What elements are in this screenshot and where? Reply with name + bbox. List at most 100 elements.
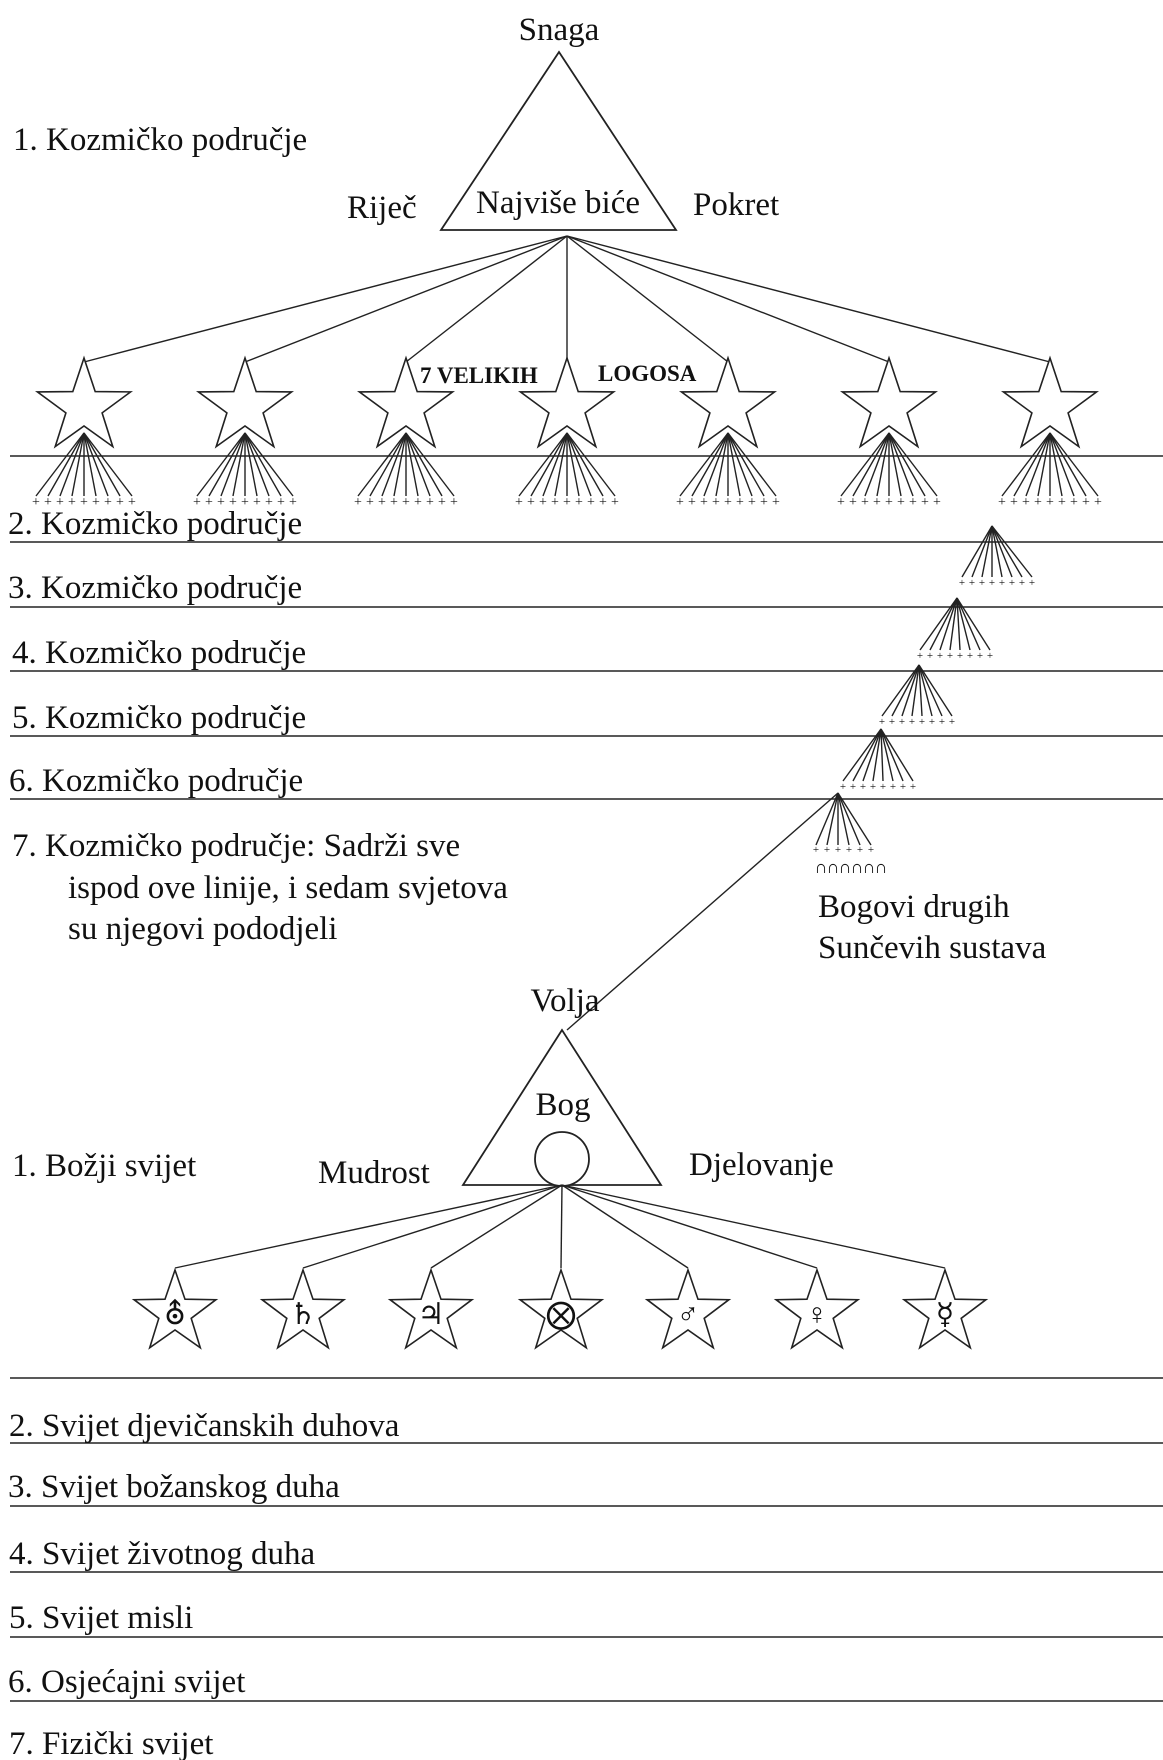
cascade-fan-1-ray-8 (991, 525, 1033, 578)
logos-fan-2-ray-4 (232, 432, 246, 497)
earth-symbol: ⨂ (546, 1298, 576, 1331)
logos-fan-2-ray-7 (244, 432, 270, 497)
logos-fan-1-ray-7 (83, 432, 109, 497)
cascade-fan-5-plus-4: + (846, 844, 852, 856)
cascade-fan-1-plus-4: + (989, 577, 995, 589)
logos-fan-5-plus-3: + (700, 495, 708, 510)
logos-fan-5-plus-6: + (736, 495, 744, 510)
logos-fan-7-plus-4: + (1034, 495, 1042, 510)
cosmic-plane-2-label: 2. Kozmičko područje (8, 506, 302, 542)
logos-fan-1-plus-6: + (92, 495, 100, 510)
top-ray-5 (566, 235, 729, 363)
top-ray-6 (566, 235, 890, 363)
logos-fan-7-plus-7: + (1070, 495, 1078, 510)
center-label-bog: Bog (535, 1087, 590, 1123)
logos-fan-5-plus-5: + (724, 495, 732, 510)
other-gods-arcs: ∩∩∩∩∩∩ (815, 857, 888, 877)
logos-fan-7-ray-2 (1013, 432, 1051, 497)
planet-ray-7 (561, 1184, 946, 1269)
jupiter-symbol: ♃ (418, 1298, 445, 1331)
world-3-label: 3. Svijet božanskog duha (8, 1469, 340, 1505)
logos-star-3 (356, 355, 456, 449)
cascade-fan-4-plus-1: + (840, 781, 846, 793)
logos-fan-2-plus-9: + (289, 495, 297, 510)
logos-fan-1-plus-8: + (116, 495, 124, 510)
world-6-label: 6. Osjećajni svijet (8, 1664, 245, 1700)
logos-fan-3-plus-2: + (366, 495, 374, 510)
right-label-djelovanje: Djelovanje (689, 1147, 834, 1183)
logos-star-5 (678, 355, 778, 449)
logos-label-part2: LOGOSA (598, 361, 697, 386)
cascade-fan-5-plus-3: + (835, 844, 841, 856)
cascade-fan-5-plus-6: + (868, 844, 874, 856)
logos-fan-4-ray-2 (530, 432, 568, 497)
logos-fan-3-ray-6 (405, 432, 419, 497)
logos-fan-7-plus-8: + (1082, 495, 1090, 510)
logos-fan-2-plus-4: + (229, 495, 237, 510)
cosmic-plane-3-label: 3. Kozmičko područje (8, 570, 302, 606)
other-gods-arc-2: ∩ (827, 857, 840, 877)
planet-ray-1 (174, 1184, 563, 1269)
cascade-fan-1-plus-8: + (1029, 577, 1035, 589)
cascade-fan-4-ray-3 (862, 728, 882, 782)
logos-fan-1-plus-4: + (68, 495, 76, 510)
logos-fan-3-plus-1: + (354, 495, 362, 510)
logos-star-2 (195, 355, 295, 449)
cascade-fan-1-ray-6 (991, 525, 1013, 578)
mars-symbol: ♂ (677, 1298, 700, 1331)
cascade-fan-1-ray-7 (991, 525, 1023, 578)
cascade-fan-3-plus-7: + (939, 716, 945, 728)
logos-fan-1-plus-7: + (104, 495, 112, 510)
cascade-fan-2-plus-4: + (947, 650, 953, 662)
cascade-fan-4-plus-2: + (850, 781, 856, 793)
logos-fan-1-plus-2: + (44, 495, 52, 510)
cascade-fan-3-ray-1 (881, 664, 920, 717)
logos-fan-5-ray-8 (727, 432, 765, 497)
cascade-fan-2-plus-1: + (917, 650, 923, 662)
cascade-fan-5-ray-6 (837, 792, 872, 846)
apex-label-volja: Volja (530, 983, 599, 1019)
cascade-fan-3-plus-2: + (889, 716, 895, 728)
cascade-fan-4-ray-4 (872, 728, 882, 782)
planet-ray-2 (302, 1184, 563, 1269)
logos-fan-2-ray-1 (196, 432, 246, 497)
cascade-fan-3-plus-4: + (909, 716, 915, 728)
logos-fan-1-ray-6 (83, 432, 97, 497)
logos-fan-6-plus-4: + (873, 495, 881, 510)
planet-star-7 (901, 1267, 989, 1350)
cascade-fan-4-plus-3: + (860, 781, 866, 793)
logos-fan-3-plus-4: + (390, 495, 398, 510)
logos-fan-5-plus-8: + (760, 495, 768, 510)
saturn-symbol: ♄ (290, 1298, 317, 1331)
cascade-fan-3-ray-5 (918, 664, 923, 717)
uranus-symbol: ⛢ (164, 1298, 186, 1331)
logos-fan-3-ray-2 (369, 432, 407, 497)
logos-fan-7-plus-2: + (1010, 495, 1018, 510)
logos-fan-7-plus-6: + (1058, 495, 1066, 510)
logos-fan-1-plus-9: + (128, 495, 136, 510)
logos-fan-3-plus-8: + (438, 495, 446, 510)
logos-fan-1-ray-1 (35, 432, 85, 497)
cascade-fans: ++++++++++++++++++++++++++++++++++++++ (813, 525, 1035, 856)
logos-fan-6-plus-3: + (861, 495, 869, 510)
cascade-fan-3-plus-3: + (899, 716, 905, 728)
other-gods-arc-5: ∩ (863, 857, 876, 877)
logos-fan-3-ray-8 (405, 432, 443, 497)
planet-ray-5 (561, 1184, 689, 1269)
logos-fan-1-ray-8 (83, 432, 121, 497)
logos-fan-6-ray-9 (888, 432, 938, 497)
logos-fan-6-plus-8: + (921, 495, 929, 510)
logos-fan-6-plus-9: + (933, 495, 941, 510)
logos-fan-3-plus-9: + (450, 495, 458, 510)
logos-fan-4-ray-9 (566, 432, 616, 497)
logos-label-part1: 7 VELIKIH (420, 363, 538, 388)
logos-fan-2-ray-8 (244, 432, 282, 497)
logos-star-7 (1000, 355, 1100, 449)
world-5-label: 5. Svijet misli (9, 1600, 193, 1636)
logos-fan-5-ray-1 (679, 432, 729, 497)
logos-fan-1-ray-3 (59, 432, 85, 497)
cosmic-label-1: 1. Kozmičko područje (13, 122, 307, 158)
logos-fan-3-plus-5: + (402, 495, 410, 510)
logos-fan-4-ray-1 (518, 432, 568, 497)
